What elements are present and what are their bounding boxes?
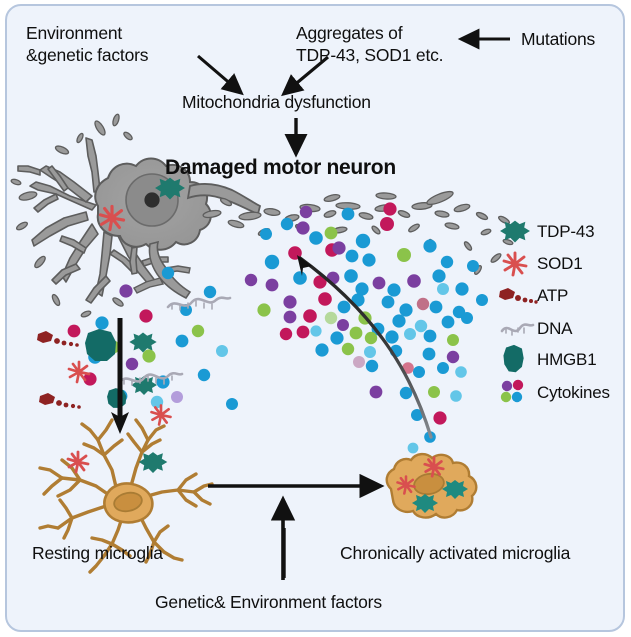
label-aggregates: Aggregates of TDP-43, SOD1 etc. (296, 23, 444, 66)
label-mitochondria-dysfunction: Mitochondria dysfunction (182, 92, 371, 112)
legend-label-atp: ATP (537, 286, 569, 305)
legend-label-dna: DNA (537, 319, 573, 338)
label-resting-microglia: Resting microglia (32, 543, 163, 563)
legend-label-hmgb1: HMGB1 (537, 350, 597, 369)
label-chronically-activated-microglia: Chronically activated microglia (340, 543, 571, 563)
legend-label-sod1: SOD1 (537, 254, 583, 273)
label-damaged-motor-neuron: Damaged motor neuron (165, 156, 396, 179)
legend-label-tdp43: TDP-43 (537, 222, 595, 241)
label-mutations: Mutations (521, 29, 596, 49)
label-genetic-environment-factors: Genetic& Environment factors (155, 592, 382, 612)
label-environment-factors: Environment &genetic factors (26, 23, 149, 66)
legend-label-cytokines: Cytokines (537, 383, 610, 402)
